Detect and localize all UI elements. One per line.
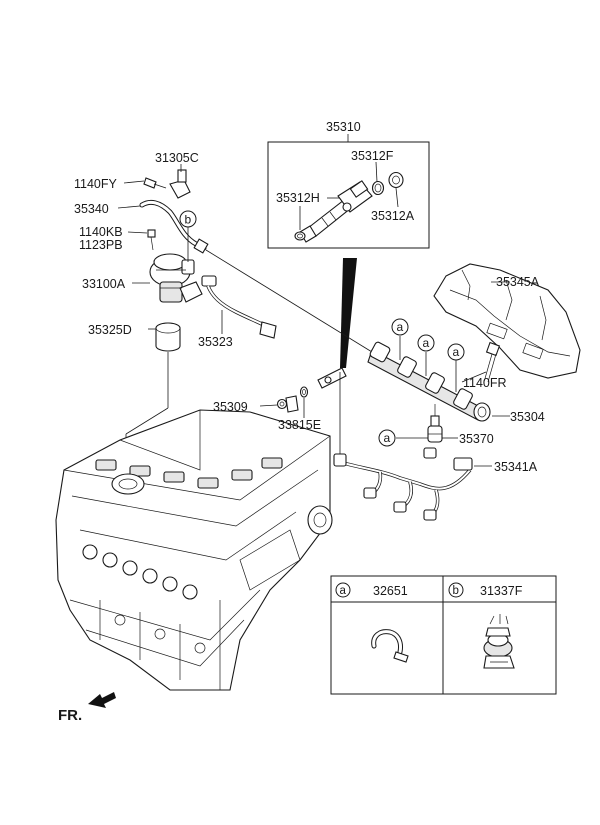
label-35325D: 35325D <box>88 323 132 337</box>
bolt-1140KB <box>147 229 156 251</box>
leader-1140FR <box>461 371 487 383</box>
label-1140FR: 1140FR <box>463 376 507 390</box>
sensor-31305C <box>169 169 191 199</box>
label-1123PB: 1123PB <box>79 238 123 252</box>
legend-a-header: a 32651 <box>335 582 408 598</box>
harness-35341A <box>333 447 473 521</box>
detail-pointer-wedge <box>340 258 357 368</box>
legend-b-clamp-drawing <box>483 614 515 669</box>
leader-35309 <box>259 404 278 407</box>
leader-1140KB <box>127 231 148 234</box>
harness-35323 <box>201 275 277 339</box>
callout-b-pump: b <box>179 210 197 228</box>
front-arrow-icon <box>88 692 116 708</box>
label-33100A: 33100A <box>82 277 126 291</box>
svg-text:b: b <box>453 585 459 597</box>
injector-drawing <box>294 171 404 243</box>
tappet-35325D <box>155 322 181 352</box>
label-35310: 35310 <box>326 120 361 134</box>
fuel-tube-35340 <box>139 199 209 254</box>
seal-35309 <box>276 395 299 413</box>
label-35323: 35323 <box>198 335 233 349</box>
legend-a-clip-drawing <box>371 629 409 663</box>
callout-a-sensor: a <box>378 429 396 447</box>
injector-detail-box <box>267 134 430 249</box>
label-35309: 35309 <box>213 400 248 414</box>
label-1140KB: 1140KB <box>79 225 123 239</box>
fuel-rail-35304 <box>317 341 491 422</box>
pipe-guide-line <box>205 249 373 353</box>
svg-text:a: a <box>384 431 391 445</box>
label-35312A: 35312A <box>371 209 415 223</box>
label-35370: 35370 <box>459 432 494 446</box>
engine-block <box>55 409 333 691</box>
label-35304: 35304 <box>510 410 545 424</box>
callout-a-rail-1: a <box>391 318 409 336</box>
front-marker-label: FR. <box>58 707 82 724</box>
label-33815E: 33815E <box>278 418 321 432</box>
legend-a-part: 32651 <box>373 584 408 598</box>
svg-text:a: a <box>340 585 347 597</box>
callout-a-rail-3: a <box>447 343 465 361</box>
leader-tappet-diag <box>125 407 169 435</box>
label-1140FY: 1140FY <box>74 177 118 191</box>
label-35345A: 35345A <box>496 275 540 289</box>
washer-33815E <box>299 386 309 398</box>
fuel-pump-group <box>117 164 277 466</box>
svg-text:a: a <box>423 336 430 350</box>
leader-1140FY <box>123 180 145 184</box>
injector-box-frame <box>267 141 430 249</box>
svg-text:a: a <box>453 345 460 359</box>
svg-text:b: b <box>185 213 192 227</box>
sensor-35370 <box>427 404 443 443</box>
leader-35312F <box>375 161 378 183</box>
legend-b-part: 31337F <box>480 584 523 598</box>
label-35340: 35340 <box>74 202 109 216</box>
label-35341A: 35341A <box>494 460 538 474</box>
label-31305C: 31305C <box>155 151 199 165</box>
bolt-1140FR <box>483 341 501 383</box>
label-35312F: 35312F <box>351 149 394 163</box>
legend-b-header: b 31337F <box>448 582 523 598</box>
bolt-1140FY <box>143 177 167 189</box>
leader-35340 <box>117 205 141 209</box>
leader-35312A <box>395 187 399 208</box>
pump-33100A <box>149 253 203 303</box>
callout-a-rail-2: a <box>417 334 435 352</box>
svg-text:a: a <box>397 320 404 334</box>
legend-table <box>330 575 557 695</box>
rail-cover-35345A <box>433 263 581 379</box>
label-35312H: 35312H <box>276 191 320 205</box>
